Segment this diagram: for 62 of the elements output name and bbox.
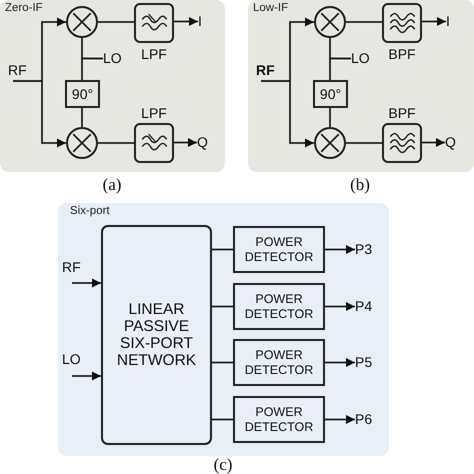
network-box: LINEAR PASSIVE SIX-PORT NETWORK xyxy=(101,225,212,445)
panel-background xyxy=(58,203,389,456)
arrow xyxy=(72,278,101,288)
mixer-symbol xyxy=(66,6,98,38)
connector-line xyxy=(346,142,382,144)
connector-line xyxy=(212,248,233,250)
arrow xyxy=(422,138,445,147)
filter-label: LPF xyxy=(140,47,168,62)
port-label: Q xyxy=(445,135,456,150)
arrow xyxy=(325,358,355,367)
phase-shifter-box: 90° xyxy=(65,80,100,108)
arrow xyxy=(261,80,314,148)
arrow xyxy=(325,415,355,424)
panel-background xyxy=(0,0,225,172)
power-detector-box: POWER DETECTOR xyxy=(233,283,325,330)
filter-label: BPF xyxy=(387,106,417,121)
mixer-symbol xyxy=(314,6,346,38)
arrow xyxy=(174,138,197,147)
power-detector-box: POWER DETECTOR xyxy=(233,226,325,273)
connector-line xyxy=(329,58,351,80)
filter-label: LPF xyxy=(140,106,168,121)
connector-line xyxy=(98,142,134,144)
port-label: LO xyxy=(103,51,122,66)
port-label: P6 xyxy=(355,412,372,427)
port-label: RF xyxy=(62,260,81,275)
connector-line xyxy=(81,58,103,80)
connector-line xyxy=(329,108,331,127)
arrow xyxy=(325,302,355,311)
port-label: RF xyxy=(256,63,275,78)
port-label: RF xyxy=(8,63,27,78)
mixer-symbol xyxy=(66,127,98,159)
connector-line xyxy=(212,418,233,420)
arrow xyxy=(13,80,66,148)
subfigure-caption: (b) xyxy=(350,176,370,193)
power-detector-box: POWER DETECTOR xyxy=(233,396,325,443)
connector-line xyxy=(81,108,83,127)
connector-line xyxy=(346,21,382,23)
connector-line xyxy=(98,21,134,23)
filter-label: BPF xyxy=(387,47,417,62)
subfigure-caption: (a) xyxy=(102,176,122,193)
mixer-symbol xyxy=(314,127,346,159)
port-label: P3 xyxy=(355,242,372,257)
panel-title: Six-port xyxy=(70,204,110,218)
port-label: Q xyxy=(197,135,208,150)
arrow xyxy=(72,372,101,380)
arrow xyxy=(174,17,198,26)
connector-line xyxy=(212,306,233,308)
panel-title: Zero-IF xyxy=(5,1,43,15)
port-label: LO xyxy=(351,51,370,66)
port-label: P5 xyxy=(355,355,372,370)
arrow xyxy=(422,17,446,26)
panel-title: Low-IF xyxy=(253,1,288,15)
arrow xyxy=(325,245,355,254)
connector-line xyxy=(212,362,233,364)
subfigure-caption: (c) xyxy=(214,456,232,473)
panel-background xyxy=(248,0,474,172)
power-detector-box: POWER DETECTOR xyxy=(233,339,325,386)
port-label: LO xyxy=(62,352,81,367)
port-label: I xyxy=(198,14,202,29)
phase-shifter-box: 90° xyxy=(313,80,348,108)
port-label: P4 xyxy=(355,299,372,314)
port-label: I xyxy=(446,14,450,29)
